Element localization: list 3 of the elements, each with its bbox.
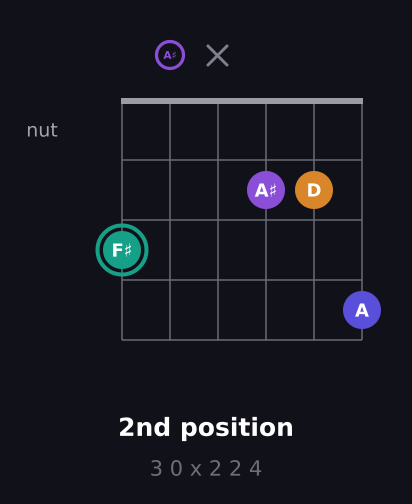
- side-label: nut: [28, 123, 58, 137]
- title: 2nd position: [120, 416, 292, 442]
- caption: 3 0 x 2 2 4: [151, 460, 262, 476]
